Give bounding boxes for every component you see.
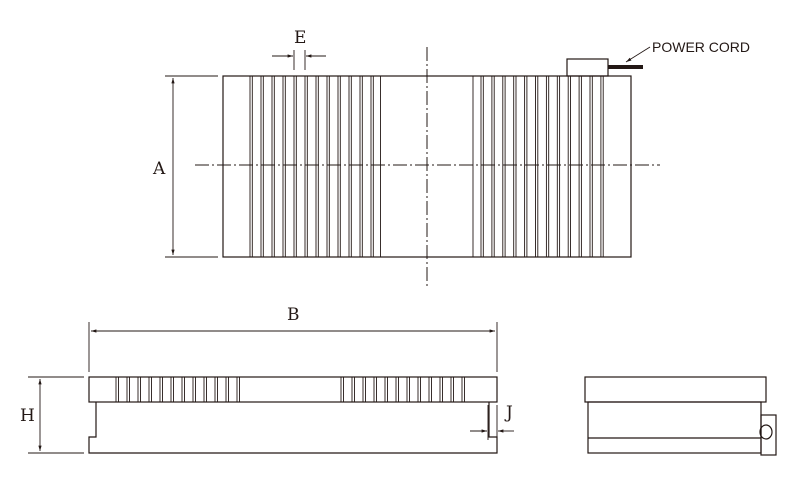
connector-circle	[759, 424, 773, 440]
pole-stripes-right	[472, 76, 604, 257]
dim-b-label: B	[287, 305, 300, 325]
front-stripes-right	[340, 377, 465, 402]
connector-knob	[760, 414, 777, 456]
dim-e-label: E	[294, 28, 306, 48]
front-top-plate	[88, 376, 498, 403]
top-view: POWER CORD A E	[152, 28, 750, 286]
end-body	[587, 401, 762, 454]
power-connector-box	[566, 58, 609, 77]
front-body	[88, 402, 498, 454]
power-cord-leader	[625, 46, 651, 63]
end-view	[584, 376, 777, 456]
dim-a-label: A	[152, 159, 166, 179]
pole-stripes-left	[249, 76, 381, 257]
front-stripes-left	[115, 377, 240, 402]
dim-h-label: H	[20, 406, 35, 426]
power-cord-label: POWER CORD	[652, 39, 750, 55]
dim-j-label: J	[504, 403, 513, 423]
front-view: B H J	[20, 305, 514, 454]
end-top-plate	[584, 376, 767, 403]
